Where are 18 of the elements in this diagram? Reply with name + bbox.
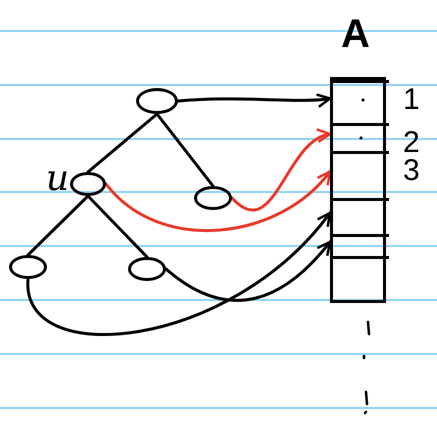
tree-edge bbox=[86, 112, 158, 174]
tree-edge bbox=[26, 194, 90, 256]
tree-node-ellipse bbox=[9, 255, 47, 279]
arrow bbox=[104, 170, 332, 232]
node-label: u bbox=[46, 161, 69, 197]
tree-node-ellipse bbox=[128, 257, 166, 281]
arrow bbox=[230, 130, 332, 212]
arrow bbox=[26, 212, 332, 336]
node-label: 1 bbox=[403, 85, 420, 115]
node-label: A bbox=[341, 14, 370, 54]
tree-edge bbox=[86, 194, 148, 258]
node-label: 3 bbox=[403, 156, 420, 186]
node-label: 2 bbox=[403, 128, 420, 158]
arrow bbox=[164, 240, 332, 302]
tree-node-ellipse bbox=[194, 186, 232, 210]
tree-node-ellipse bbox=[136, 88, 178, 114]
tree-edge bbox=[156, 112, 214, 188]
arrow bbox=[176, 92, 332, 108]
